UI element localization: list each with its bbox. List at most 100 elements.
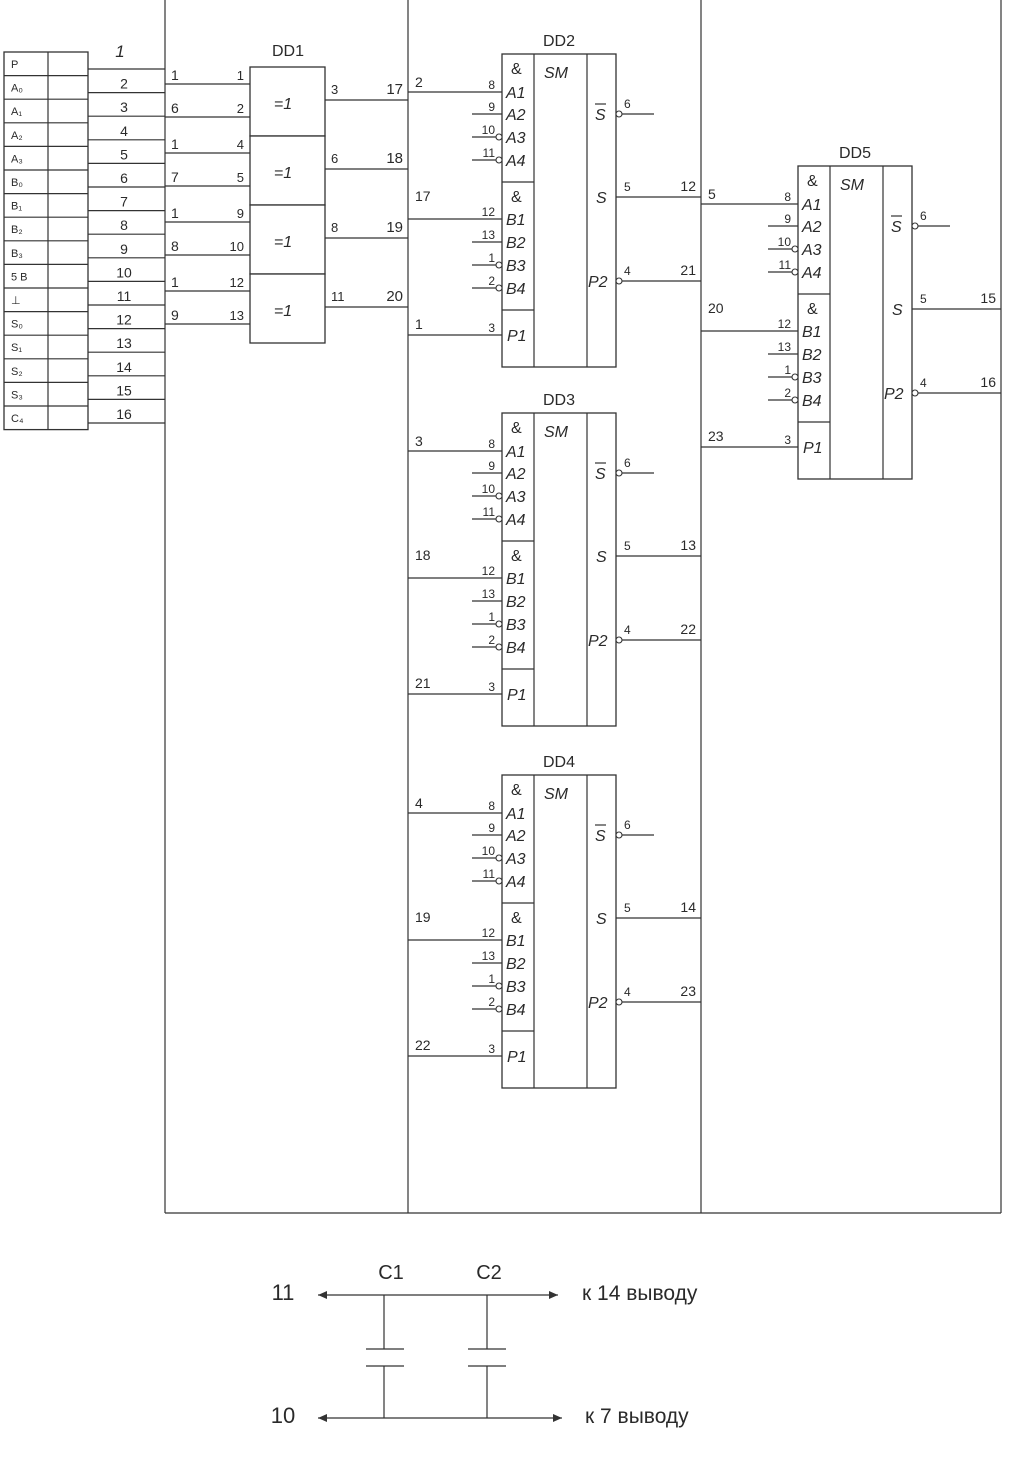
xor-input-net: 7 [171,169,179,185]
adder-pin-number: 9 [488,459,495,473]
adder-carry-out-label: P2 [588,274,608,291]
inversion-bubble [615,110,623,118]
connector-signal-label: B₁ [11,201,22,213]
connector-signal-label: A₁ [11,106,22,118]
adder-sum-net: 12 [680,178,696,194]
connector-signal-label: A₀ [11,83,23,95]
adder-carry-out-label: P2 [588,633,608,650]
adder-carry-out-net: 21 [680,262,696,278]
adder-pin-number: 5 [920,292,927,306]
adder-body [501,53,617,368]
adder-output-label: S [595,828,606,845]
adder-pin-number: 9 [488,100,495,114]
adder-input-label: A2 [505,828,526,845]
connector-wire-number: 2 [120,76,128,92]
capacitor-section: C1 C2 11 10 к 14 выводу к 7 выводу [271,1262,698,1428]
c2-label: C2 [476,1262,502,1284]
inversion-bubble [495,492,503,500]
adder-output-label: S [596,190,607,207]
arrow-right-icon [553,1414,562,1422]
adder-input-label: B2 [506,956,526,973]
xor-pin-number: 9 [237,206,244,221]
xor-pin-number: 13 [230,308,244,323]
adder-input-net: 4 [415,795,423,811]
adder-carry-in-net: 1 [415,316,423,332]
adder-output-label: S [891,219,902,236]
adder-carry-in-net: 22 [415,1037,431,1053]
adder-input-label: A4 [505,512,526,529]
capacitor-c1 [366,1295,404,1418]
connector-signal-label: S₃ [11,389,23,401]
connector-wire-number: 14 [116,359,132,375]
xor-pin-number: 10 [230,239,244,254]
xor-gate-label: =1 [274,234,292,251]
xor-input-net: 1 [171,205,179,221]
connector-signal-label: B₃ [11,248,23,260]
adder-carry-out-net: 16 [980,374,996,390]
adder-pin-number: 10 [482,482,496,496]
adder-pin-number: 4 [624,985,631,999]
xor-pin-number: 11 [331,289,345,304]
adder-pin-number: 3 [488,1042,495,1056]
xor-gate-label: =1 [274,96,292,113]
connector-wire-number: 3 [120,99,128,115]
adder-function: SM [544,65,569,82]
xor-pin-number: 5 [237,170,244,185]
connector-signal-label: ⊥ [11,295,21,307]
connector-signal-label: S₀ [11,319,23,331]
inversion-bubble [791,268,799,276]
inversion-bubble [495,1005,503,1013]
adder-input-label: A1 [505,444,526,461]
adder-pin-number: 6 [920,209,927,223]
adder-pin-number: 9 [784,212,791,226]
adder-pin-number: 1 [784,363,791,377]
adder-input-label: B1 [506,212,526,229]
adder-input-label: A3 [505,851,526,868]
adder-pin-number: 12 [482,564,496,578]
cap-bottom-destination: к 7 выводу [585,1405,689,1428]
adder-input-label: B2 [506,235,526,252]
connector-wire-number: 15 [116,382,132,398]
inversion-bubble [911,222,919,230]
adder-chips: DD2&&SMA18A29A310A411B112B213B31B42217P1… [408,33,1001,1089]
adder-output-label: S [892,302,903,319]
and-symbol: & [511,782,522,799]
connector-wire-number: 5 [120,146,128,162]
adder-dd5: DD5&&SMA18A29A310A411B112B213B31B42520P1… [701,145,1001,480]
xor-gate [249,135,326,206]
adder-pin-number: 12 [778,317,792,331]
adder-title: DD2 [543,33,575,50]
connector-wire-number: 7 [120,194,128,210]
adder-input-net: 17 [415,188,431,204]
adder-dd3: DD3&&SMA18A29A310A411B112B213B31B42318P1… [408,392,701,727]
adder-input-label: A2 [505,107,526,124]
connector-signal-label: S₂ [11,366,23,378]
adder-dd2: DD2&&SMA18A29A310A411B112B213B31B42217P1… [408,33,701,368]
adder-output-label: S [595,107,606,124]
xor-gate-label: =1 [274,303,292,320]
adder-output-label: S [596,911,607,928]
inversion-bubble [495,133,503,141]
adder-pin-number: 8 [784,190,791,204]
xor-gate [249,273,326,344]
adder-body [797,165,913,480]
and-symbol: & [511,420,522,437]
inversion-bubble [495,643,503,651]
adder-pin-number: 11 [779,258,792,272]
adder-input-label: B3 [506,258,526,275]
adder-input-label: B4 [506,1002,526,1019]
adder-carry-out-net: 22 [680,621,696,637]
connector-wire-number: 16 [116,406,132,422]
connector-signal-label: C₄ [11,413,24,425]
inversion-bubble [615,998,623,1006]
connector-wire-number: 13 [116,335,132,351]
inversion-bubble [495,854,503,862]
adder-title: DD3 [543,392,575,409]
and-symbol: & [807,173,818,190]
adder-pin-number: 1 [488,610,495,624]
adder-input-label: A2 [801,219,822,236]
adder-pin-number: 8 [488,437,495,451]
connector-wire-number: 9 [120,241,128,257]
